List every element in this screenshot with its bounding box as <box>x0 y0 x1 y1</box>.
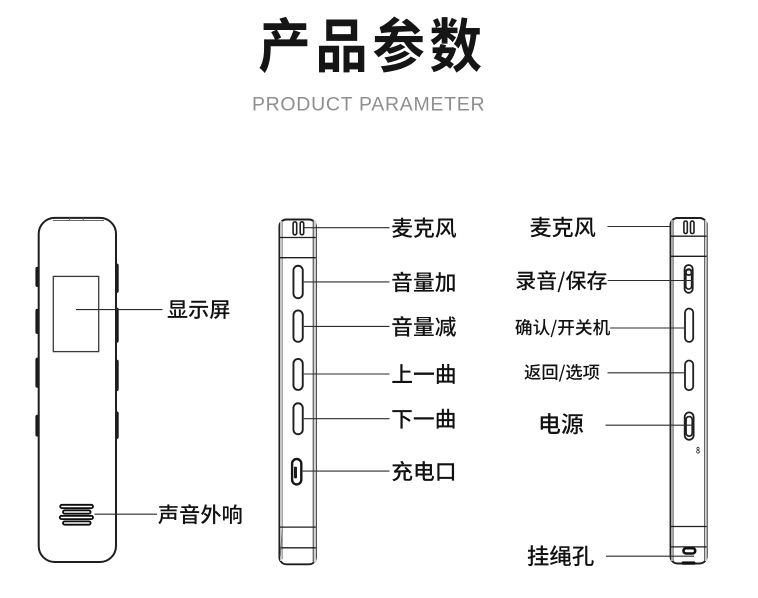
svg-text:PRODUCT PARAMETER: PRODUCT PARAMETER <box>252 94 485 116</box>
